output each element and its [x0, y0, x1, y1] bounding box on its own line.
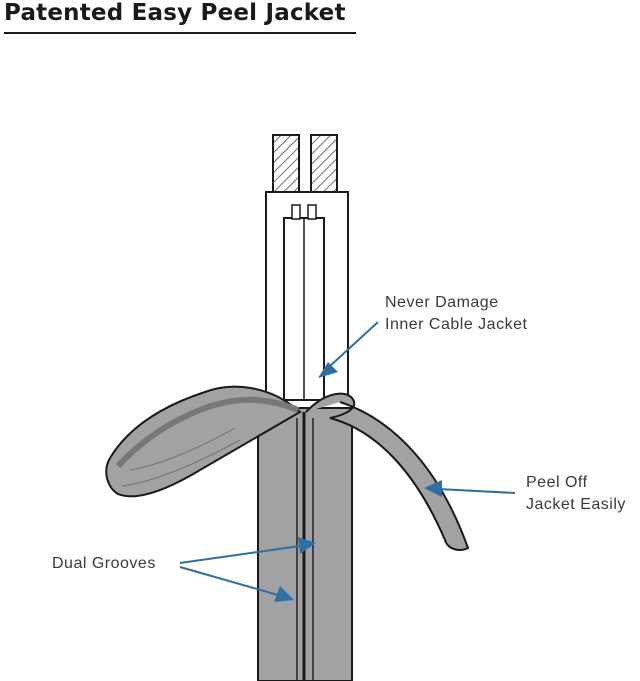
arrow-groove-lower: [179, 566, 294, 602]
label-peel-off-line-1: Peel Off: [526, 474, 588, 491]
label-dual-grooves: Dual Grooves: [52, 555, 156, 572]
title-underline: [4, 32, 356, 34]
label-peel-off-line-2: Jacket Easily: [526, 496, 626, 513]
arrow-groove-upper: [179, 537, 316, 564]
left-peeled-flap: [105, 385, 302, 498]
inner-cable-jacket: [283, 204, 325, 401]
label-inner-jacket-line-1: Never Damage: [385, 294, 499, 311]
label-peel-off: Peel Off Jacket Easily: [526, 472, 626, 516]
arrow-inner-jacket: [318, 321, 379, 378]
conductor-left: [272, 134, 300, 196]
arrow-peel-off: [424, 480, 516, 497]
right-peeled-flap: [305, 392, 470, 551]
conductor-right: [310, 134, 338, 196]
diagram-title: Patented Easy Peel Jacket: [4, 0, 346, 26]
label-inner-jacket-line-2: Inner Cable Jacket: [385, 316, 528, 333]
label-inner-jacket: Never Damage Inner Cable Jacket: [385, 292, 527, 336]
